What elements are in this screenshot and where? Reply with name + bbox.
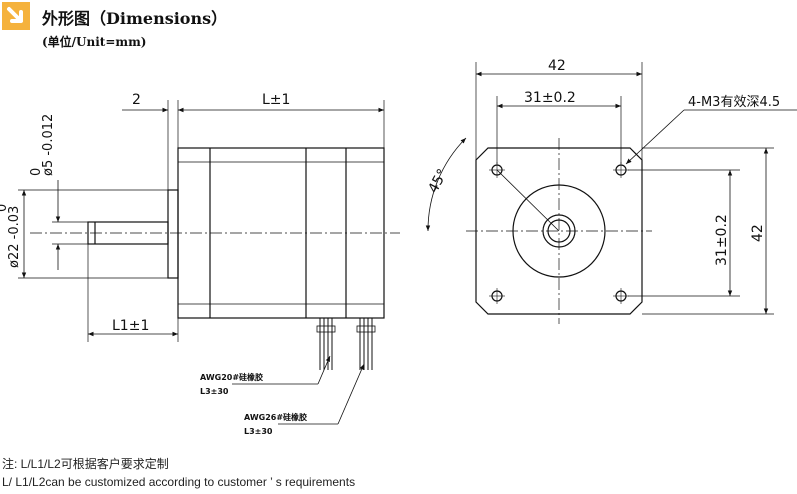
- dim-hole-spacing-v-label: 31±0.2: [714, 214, 730, 266]
- unit-subtitle: (单位/Unit=mm): [42, 35, 147, 49]
- dim-body-length-label: L±1: [262, 92, 290, 108]
- front-outline: [475, 147, 643, 315]
- note-english: L/ L1/L2can be customized according to c…: [2, 475, 356, 489]
- dim-flange-label: 2: [132, 92, 141, 108]
- side-view: [18, 100, 400, 425]
- dim-shaft-tolerance-label: 0: [29, 168, 44, 176]
- down-right-arrow-icon: [2, 2, 30, 30]
- dim-boss-tolerance-label: 0: [0, 204, 10, 212]
- dim-hole-spacing-h-label: 31±0.2: [524, 90, 576, 106]
- dim-holes-label: 4-M3有效深4.5: [688, 95, 780, 110]
- dim-width-label: 42: [548, 58, 566, 74]
- page-title: 外形图（Dimensions）: [42, 9, 228, 28]
- front-view: [425, 62, 797, 324]
- wire-bundle-a: [316, 318, 336, 370]
- wire-a-label: AWG20#硅橡胶: [200, 372, 263, 382]
- front-shaft-inner: [547, 219, 571, 243]
- dim-height-label: 42: [750, 224, 766, 242]
- wire-b-length: L3±30: [244, 427, 273, 436]
- dim-shaft-length-label: L1±1: [112, 318, 149, 334]
- front-shaft-outer: [542, 214, 576, 248]
- boss: [167, 189, 179, 279]
- wire-a-length: L3±30: [200, 387, 229, 396]
- dim-angle-label: 45°: [425, 166, 451, 195]
- dim-shaft-diameter-label: ø5 -0.012: [41, 114, 56, 176]
- wire-b-label: AWG26#硅橡胶: [244, 412, 307, 422]
- note-chinese: 注: L/L1/L2可根据客户要求定制: [2, 457, 169, 471]
- wire-bundle-b: [356, 318, 376, 370]
- motor-body: [177, 147, 385, 319]
- dim-boss-diameter-label: ø22 -0.03: [7, 206, 22, 268]
- front-boss-circle: [512, 184, 606, 278]
